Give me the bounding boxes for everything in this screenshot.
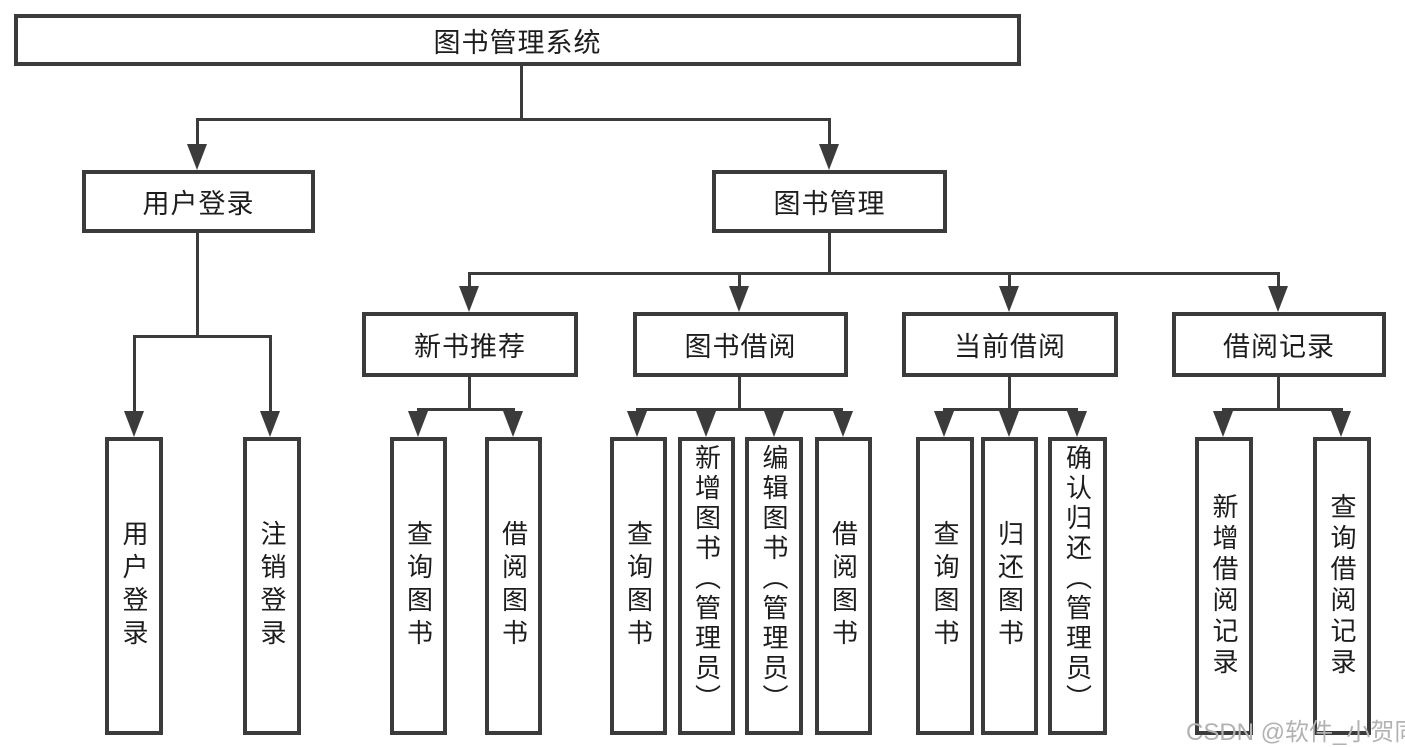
arrow-down-icon xyxy=(459,286,479,312)
csdn-watermark: CSDN @软件_小贺同学 xyxy=(1186,719,1405,746)
node-new-book-recommend-label: 新书推荐 xyxy=(414,332,526,362)
leaf-cb-confirm-return: 确认归还（管理员） xyxy=(1048,437,1107,735)
connector-line xyxy=(417,408,515,411)
node-borrow-record: 借阅记录 xyxy=(1172,312,1386,377)
leaf-cb-return-books-label: 归还图书 xyxy=(994,520,1025,652)
connector-line xyxy=(196,118,199,148)
connector-line xyxy=(1277,272,1280,290)
connector-line xyxy=(1008,272,1011,290)
leaf-br-add-record-label: 新增借阅记录 xyxy=(1209,493,1239,679)
connector-line xyxy=(828,233,831,272)
leaf-nb-query-books: 查询图书 xyxy=(390,437,447,735)
connector-line xyxy=(1008,377,1011,408)
leaf-br-query-record-label: 查询借阅记录 xyxy=(1327,493,1357,679)
connector-line xyxy=(1222,408,1343,411)
leaf-nb-query-books-label: 查询图书 xyxy=(403,520,434,652)
connector-line xyxy=(269,335,272,413)
connector-line xyxy=(636,408,843,411)
leaf-br-query-record: 查询借阅记录 xyxy=(1313,437,1371,735)
arrow-down-icon xyxy=(999,286,1019,312)
connector-line xyxy=(196,118,830,121)
arrow-down-icon xyxy=(696,411,716,437)
connector-line xyxy=(133,335,136,413)
leaf-logout-login-label: 注销登录 xyxy=(257,520,287,652)
leaf-cb-confirm-return-label: 确认归还（管理员） xyxy=(1062,444,1093,714)
node-book-management-label: 图书管理 xyxy=(773,189,886,219)
node-new-book-recommend: 新书推荐 xyxy=(362,312,578,377)
connector-line xyxy=(468,377,471,408)
node-user-login-label: 用户登录 xyxy=(142,189,255,219)
leaf-nb-borrow-books: 借阅图书 xyxy=(485,437,542,735)
arrow-down-icon xyxy=(819,144,839,170)
connector-line xyxy=(196,233,199,335)
node-borrow-record-label: 借阅记录 xyxy=(1223,332,1335,362)
arrow-down-icon xyxy=(1268,286,1288,312)
arrow-down-icon xyxy=(729,286,749,312)
arrow-down-icon xyxy=(124,411,144,437)
arrow-down-icon xyxy=(1067,411,1087,437)
connector-line xyxy=(468,272,471,290)
leaf-cb-query-books: 查询图书 xyxy=(916,437,974,735)
leaf-user-login: 用户登录 xyxy=(105,437,163,735)
node-book-borrow-label: 图书借阅 xyxy=(684,332,797,362)
node-root-label: 图书管理系统 xyxy=(433,27,602,58)
arrow-down-icon xyxy=(627,411,647,437)
leaf-bb-edit-books: 编辑图书（管理员） xyxy=(745,437,803,735)
node-root: 图书管理系统 xyxy=(14,14,1021,66)
arrow-down-icon xyxy=(1331,411,1351,437)
leaf-user-login-label: 用户登录 xyxy=(119,520,149,652)
leaf-bb-borrow-books: 借阅图书 xyxy=(815,437,872,735)
arrow-down-icon xyxy=(503,411,523,437)
leaf-bb-query-books: 查询图书 xyxy=(610,437,667,735)
node-book-borrow: 图书借阅 xyxy=(633,312,848,377)
arrow-down-icon xyxy=(260,411,280,437)
connector-line xyxy=(828,118,831,148)
connector-line xyxy=(133,335,272,338)
node-user-login: 用户登录 xyxy=(82,170,315,233)
connector-line xyxy=(1277,377,1280,408)
arrow-down-icon xyxy=(764,411,784,437)
arrow-down-icon xyxy=(408,411,428,437)
leaf-cb-query-books-label: 查询图书 xyxy=(930,520,960,652)
node-current-borrow-label: 当前借阅 xyxy=(954,332,1066,362)
connector-line xyxy=(520,66,523,118)
node-current-borrow: 当前借阅 xyxy=(902,312,1118,377)
connector-line xyxy=(738,377,741,408)
leaf-nb-borrow-books-label: 借阅图书 xyxy=(498,520,529,652)
arrow-down-icon xyxy=(187,144,207,170)
leaf-bb-borrow-books-label: 借阅图书 xyxy=(828,520,859,652)
node-book-management: 图书管理 xyxy=(712,170,947,233)
leaf-logout-login: 注销登录 xyxy=(243,437,301,735)
arrow-down-icon xyxy=(1213,411,1233,437)
leaf-bb-edit-books-label: 编辑图书（管理员） xyxy=(759,444,789,714)
arrow-down-icon xyxy=(999,411,1019,437)
connector-line xyxy=(468,272,1280,275)
connector-line xyxy=(738,272,741,290)
arrow-down-icon xyxy=(934,411,954,437)
leaf-bb-add-books-label: 新增图书（管理员） xyxy=(691,444,722,714)
leaf-bb-add-books: 新增图书（管理员） xyxy=(678,437,735,735)
leaf-cb-return-books: 归还图书 xyxy=(981,437,1038,735)
leaf-bb-query-books-label: 查询图书 xyxy=(623,520,654,652)
arrow-down-icon xyxy=(833,411,853,437)
leaf-br-add-record: 新增借阅记录 xyxy=(1195,437,1253,735)
connector-line xyxy=(943,408,1078,411)
